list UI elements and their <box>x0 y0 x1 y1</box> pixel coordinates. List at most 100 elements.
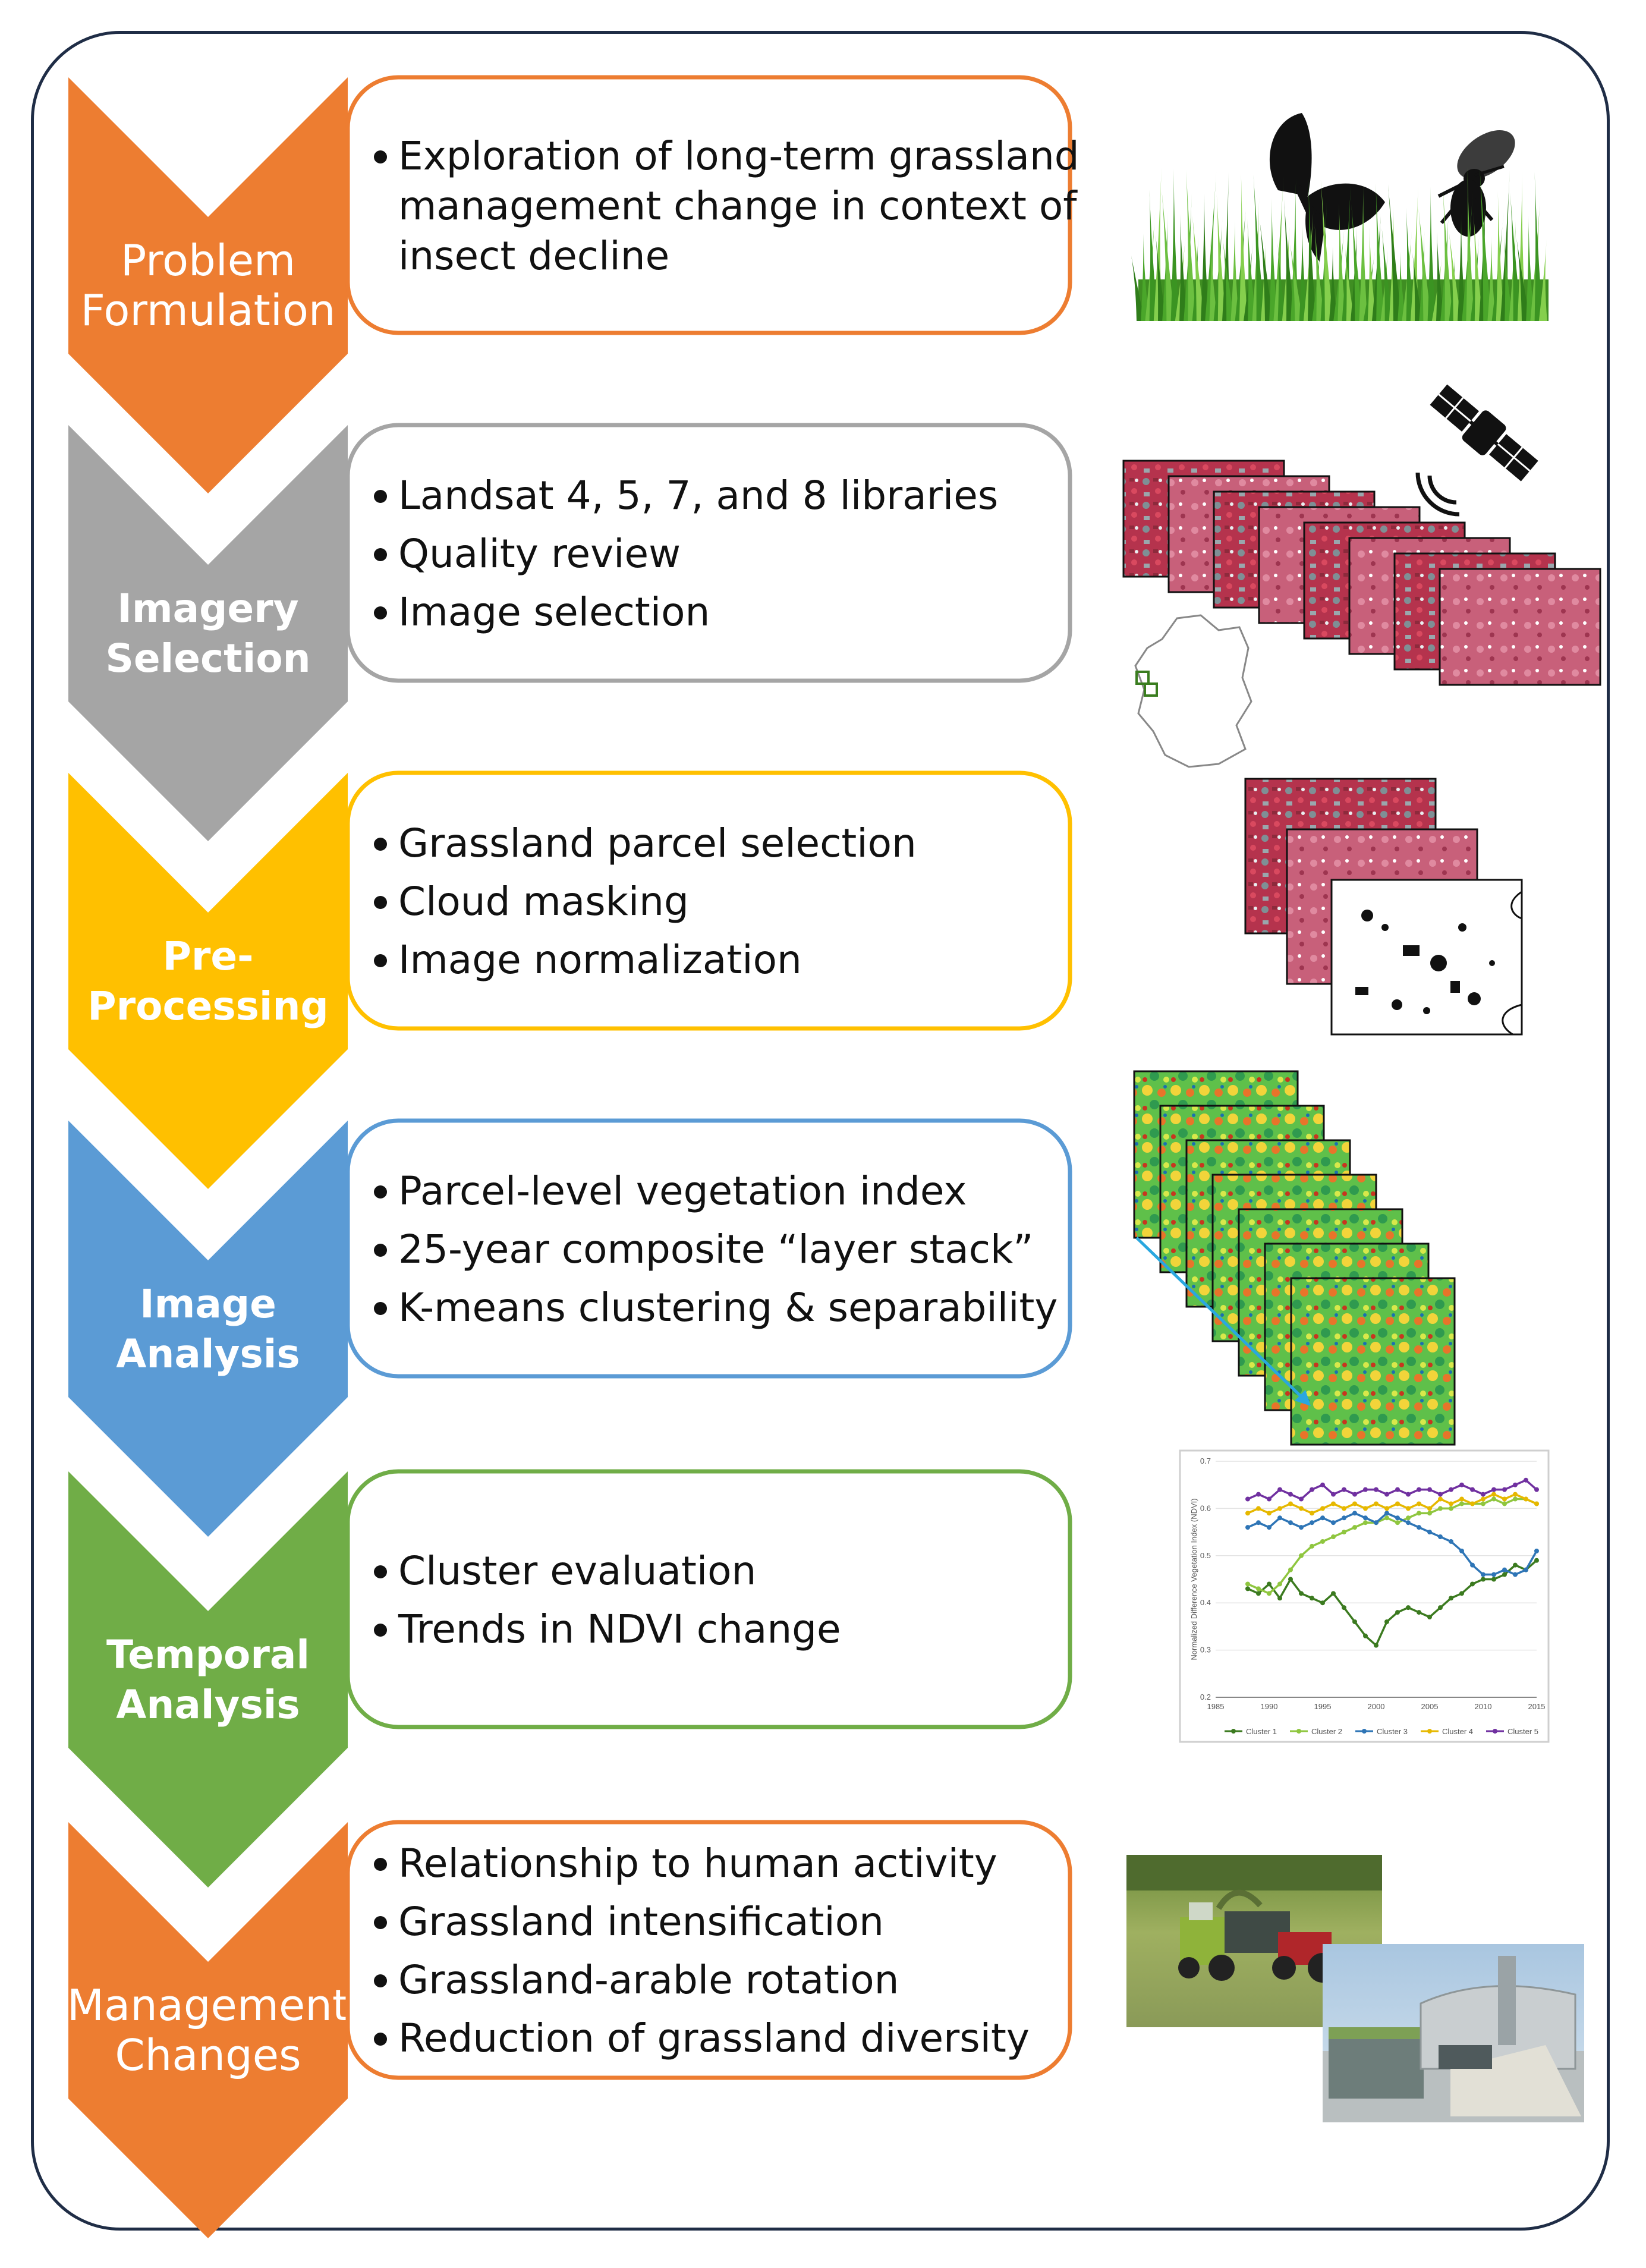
step-label: Temporal <box>106 1632 310 1678</box>
grass-blade <box>1466 167 1475 321</box>
data-point <box>1374 1643 1379 1648</box>
data-point <box>1406 1492 1411 1497</box>
data-point <box>1449 1506 1453 1511</box>
data-point <box>1438 1534 1443 1540</box>
data-point <box>1245 1586 1250 1591</box>
y-tick-label: 0.7 <box>1200 1457 1211 1465</box>
data-point <box>1534 1487 1539 1492</box>
grass-blade <box>1376 183 1385 321</box>
bullet-text: Reduction of grassland diversity <box>398 2015 1030 2061</box>
grass-blade <box>1487 235 1496 321</box>
data-point <box>1331 1492 1336 1497</box>
data-point <box>1449 1501 1453 1506</box>
grass-blade <box>1179 214 1188 321</box>
legend-label: Cluster 5 <box>1507 1727 1538 1736</box>
data-point <box>1513 1572 1518 1577</box>
grass-blade <box>1216 194 1226 321</box>
data-point <box>1363 1515 1368 1521</box>
x-tick-label: 1995 <box>1314 1702 1332 1711</box>
data-point <box>1363 1633 1368 1638</box>
series-line-5 <box>1247 1479 1538 1501</box>
data-point <box>1459 1482 1464 1487</box>
imagery-stack <box>1122 460 1601 686</box>
bullet-dot-icon <box>374 954 387 967</box>
data-point <box>1310 1520 1314 1525</box>
grass-blade <box>1239 174 1248 321</box>
data-point <box>1320 1515 1325 1521</box>
data-point <box>1256 1492 1261 1497</box>
ndvi-layer-stack <box>1133 1070 1456 1446</box>
bullet-text: Grassland intensification <box>398 1899 884 1945</box>
grass-blade <box>1291 177 1299 321</box>
data-point <box>1267 1591 1272 1596</box>
data-point <box>1438 1496 1443 1502</box>
data-point <box>1406 1605 1411 1610</box>
data-point <box>1363 1520 1368 1525</box>
data-point <box>1374 1520 1379 1525</box>
legend-marker <box>1493 1729 1497 1734</box>
data-point <box>1288 1492 1293 1497</box>
data-point <box>1459 1501 1464 1506</box>
data-point <box>1277 1581 1282 1587</box>
grass-blade <box>1269 198 1278 321</box>
bullet-dot-icon <box>374 1624 387 1637</box>
legend-label: Cluster 2 <box>1311 1727 1342 1736</box>
data-point <box>1352 1511 1357 1516</box>
data-point <box>1502 1572 1507 1577</box>
data-point <box>1342 1530 1346 1535</box>
bullet-text: Cluster evaluation <box>398 1548 756 1594</box>
bullet-dot-icon <box>374 1974 387 1987</box>
grass-blade <box>1516 238 1530 321</box>
data-point <box>1427 1487 1432 1492</box>
data-point <box>1406 1515 1411 1521</box>
bullet-text: Exploration of long-term grassland <box>398 133 1080 179</box>
data-point <box>1384 1619 1389 1624</box>
grass-blade <box>1141 234 1150 321</box>
legend-label: Cluster 3 <box>1377 1727 1408 1736</box>
diagram-frame <box>31 31 1610 2231</box>
data-point <box>1470 1562 1475 1568</box>
grass-icon <box>1131 167 1549 321</box>
step-content-box <box>345 1469 1072 1729</box>
data-point <box>1277 1506 1282 1511</box>
bullet-text: Trends in NDVI change <box>398 1606 841 1652</box>
data-point <box>1267 1496 1272 1502</box>
data-point <box>1417 1501 1421 1506</box>
step-label: Management <box>67 1980 349 2030</box>
data-point <box>1310 1596 1314 1601</box>
data-point <box>1481 1501 1486 1506</box>
bullet-text: Image selection <box>398 589 710 635</box>
bullet-text: Cloud masking <box>398 879 689 924</box>
data-point <box>1331 1591 1336 1596</box>
data-point <box>1245 1511 1250 1516</box>
grass-blade <box>1284 199 1295 321</box>
x-tick-label: 1985 <box>1207 1702 1225 1711</box>
data-point <box>1427 1511 1432 1516</box>
grass-blade <box>1186 170 1197 321</box>
grass-blade <box>1253 175 1265 321</box>
data-point <box>1459 1591 1464 1596</box>
step-content-box <box>345 423 1072 683</box>
step-label: Analysis <box>116 1682 300 1728</box>
y-tick-label: 0.4 <box>1200 1598 1211 1607</box>
step-chevron <box>68 1471 348 1888</box>
data-point <box>1320 1600 1325 1606</box>
data-point <box>1406 1506 1411 1511</box>
series-line-3 <box>1247 1512 1538 1576</box>
grass-blade <box>1388 184 1402 321</box>
data-point <box>1481 1492 1486 1497</box>
y-tick-label: 0.6 <box>1200 1503 1211 1512</box>
bullet-text: 25-year composite “layer stack” <box>398 1226 1033 1272</box>
grass-blade <box>1504 237 1513 321</box>
data-point <box>1395 1501 1400 1506</box>
grass-blade <box>1406 207 1415 321</box>
bullet-text: Grassland-arable rotation <box>398 1957 899 2003</box>
time-arrow-head-icon <box>1295 1390 1311 1406</box>
grass-blade <box>1367 227 1376 321</box>
step-label: Selection <box>105 636 310 681</box>
grass-blade <box>1223 240 1235 321</box>
data-point <box>1513 1562 1518 1568</box>
